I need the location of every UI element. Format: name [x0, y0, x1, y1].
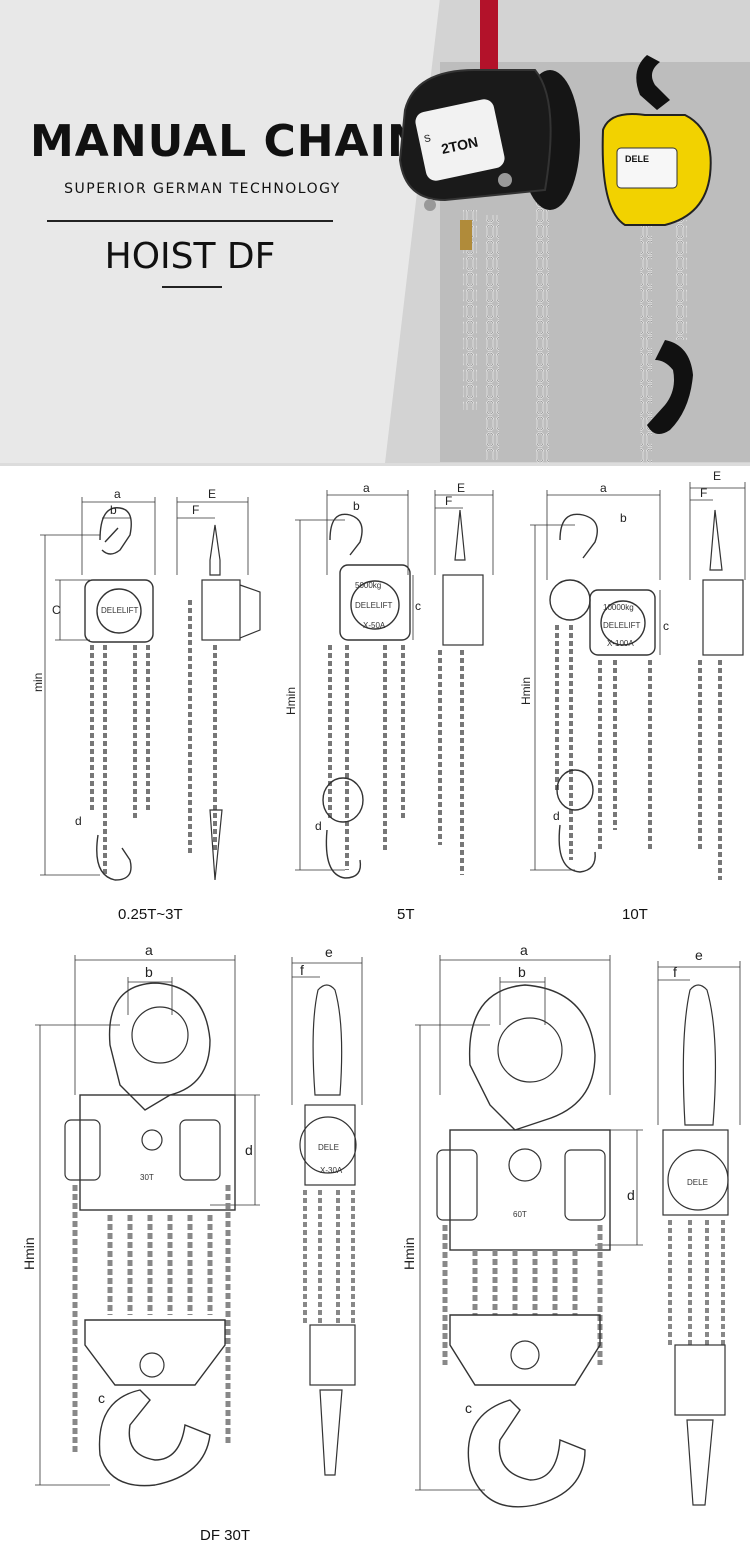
- side-brand-label: DELE: [318, 1143, 339, 1152]
- dimension-b: b: [110, 503, 117, 517]
- dimension-d: d: [553, 809, 560, 823]
- hero-title: MANUAL CHAIN: [30, 116, 425, 167]
- yellow-hoist-brand: DELE: [625, 154, 649, 164]
- yellow-hoist-top-hook: [636, 55, 670, 110]
- dimension-a: a: [520, 945, 528, 958]
- hoist-product-photo: 2TON S DELE: [398, 0, 712, 463]
- dimension-b: b: [353, 499, 360, 513]
- dimension-e: E: [713, 470, 721, 483]
- hoist-rating-label: 5000kg: [355, 581, 381, 590]
- dimension-b: b: [518, 964, 526, 980]
- black-hoist-chain-right: [535, 200, 549, 463]
- hoist-brand-label: DELELIFT: [603, 621, 640, 630]
- dimension-a: a: [114, 487, 121, 501]
- dimension-hmin: Hmin: [21, 1237, 37, 1270]
- dimension-c: c: [465, 1400, 472, 1416]
- black-hoist-chain-mid: [485, 215, 499, 460]
- yellow-hoist-chain-left: [640, 220, 652, 463]
- dimension-e: e: [695, 947, 703, 963]
- caption-10t: 10T: [622, 906, 648, 923]
- black-hoist-capacity: 2TON: [440, 134, 480, 157]
- dimension-e: e: [325, 945, 333, 960]
- drawing-5t: a b c Hmin d E F 5000kg DELELIFT X-50A: [284, 481, 494, 879]
- dimension-f: f: [300, 962, 304, 978]
- caption-0-25t-3t: 0.25T~3T: [118, 906, 183, 923]
- hero-subtitle: SUPERIOR GERMAN TECHNOLOGY: [64, 181, 341, 197]
- dimension-hmin: Hmin: [401, 1237, 417, 1270]
- black-hoist: 2TON S: [398, 69, 580, 250]
- dimension-d: d: [75, 814, 82, 828]
- dimension-f: F: [445, 494, 452, 508]
- black-hoist-chain-left: [463, 210, 477, 410]
- dimension-f: F: [192, 503, 199, 517]
- drawing-df-30t: a b d Hmin c e f 30T DELE X-30A: [21, 945, 363, 1487]
- hoist-rating-label: 30T: [140, 1173, 154, 1182]
- yellow-hoist-bottom-hook: [647, 340, 693, 434]
- drawing-10t: a b c Hmin d E F 10000kg DELELIFT X-100A: [519, 470, 746, 880]
- hoist-rating-label: 60T: [513, 1210, 527, 1219]
- dimension-b: b: [620, 511, 627, 525]
- dimension-e: E: [208, 487, 216, 501]
- dimension-d: d: [315, 819, 322, 833]
- dimension-d: d: [245, 1142, 253, 1158]
- hoist-model-label: X-100A: [607, 639, 634, 648]
- dimension-b: b: [145, 964, 153, 980]
- dimension-e: E: [457, 481, 465, 495]
- dimension-c: c: [415, 599, 421, 613]
- hoist-rating-label: 10000kg: [603, 603, 634, 612]
- caption-5t: 5T: [397, 906, 415, 923]
- hero-divider-line: [47, 220, 333, 222]
- dimension-d: d: [627, 1187, 635, 1203]
- dimension-a: a: [363, 481, 370, 495]
- hoist-brand-label: DELELIFT: [101, 606, 138, 615]
- dimension-f: F: [700, 486, 707, 500]
- drawing-60t: a b d Hmin c e f 60T DELE: [401, 945, 741, 1508]
- dimension-a: a: [600, 481, 607, 495]
- yellow-hoist: DELE: [601, 55, 712, 434]
- dimension-c: C: [52, 603, 61, 617]
- yellow-hoist-chain-right: [675, 220, 687, 340]
- hero-banner: MANUAL CHAIN SUPERIOR GERMAN TECHNOLOGY …: [0, 0, 750, 463]
- hero-underline: [162, 286, 222, 288]
- dimension-c: c: [98, 1390, 105, 1406]
- side-model-label: X-30A: [320, 1166, 343, 1175]
- black-hoist-label: S: [423, 133, 432, 145]
- section-divider: [0, 463, 750, 466]
- dimension-hmin: Hmin: [519, 677, 533, 705]
- dimension-hmin: Hmin: [284, 687, 298, 715]
- dimension-hmin: min: [31, 673, 45, 692]
- drawing-0-25t-3t: a b C min d E F DELELIFT: [31, 487, 261, 881]
- red-strap: [480, 0, 498, 78]
- dimension-f: f: [673, 964, 677, 980]
- dimension-c: c: [663, 619, 669, 633]
- side-brand-label: DELE: [687, 1178, 708, 1187]
- hoist-brand-label: DELELIFT: [355, 601, 392, 610]
- hoist-model-label: X-50A: [363, 621, 386, 630]
- caption-df-30t: DF 30T: [200, 1527, 251, 1544]
- hero-model-name: HOIST DF: [104, 236, 276, 277]
- dimension-a: a: [145, 945, 153, 958]
